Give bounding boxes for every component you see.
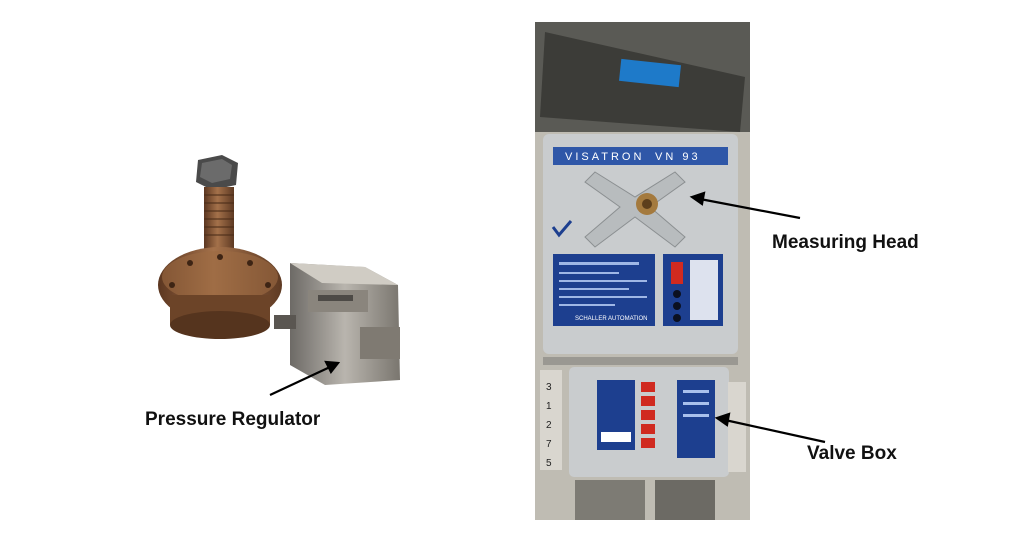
svg-text:1: 1: [546, 401, 552, 412]
pressure-regulator-label: Pressure Regulator: [145, 409, 321, 430]
terminal-strip: [540, 370, 562, 470]
svg-text:5: 5: [546, 458, 552, 469]
valve-box-label: Valve Box: [807, 443, 897, 464]
svg-text:VN 93: VN 93: [655, 151, 701, 163]
pressure-regulator-photo: [158, 155, 400, 385]
svg-text:VISATRON: VISATRON: [565, 151, 644, 163]
svg-text:2: 2: [546, 420, 552, 431]
measuring-head-label: Measuring Head: [772, 232, 919, 253]
svg-text:3: 3: [546, 382, 552, 393]
svg-text:SCHALLER AUTOMATION: SCHALLER AUTOMATION: [575, 316, 647, 322]
svg-text:7: 7: [546, 439, 552, 450]
visatron-system-photo: VISATRON VN 93 SCHALLER AUTOMATION 3 1 2…: [535, 22, 750, 520]
